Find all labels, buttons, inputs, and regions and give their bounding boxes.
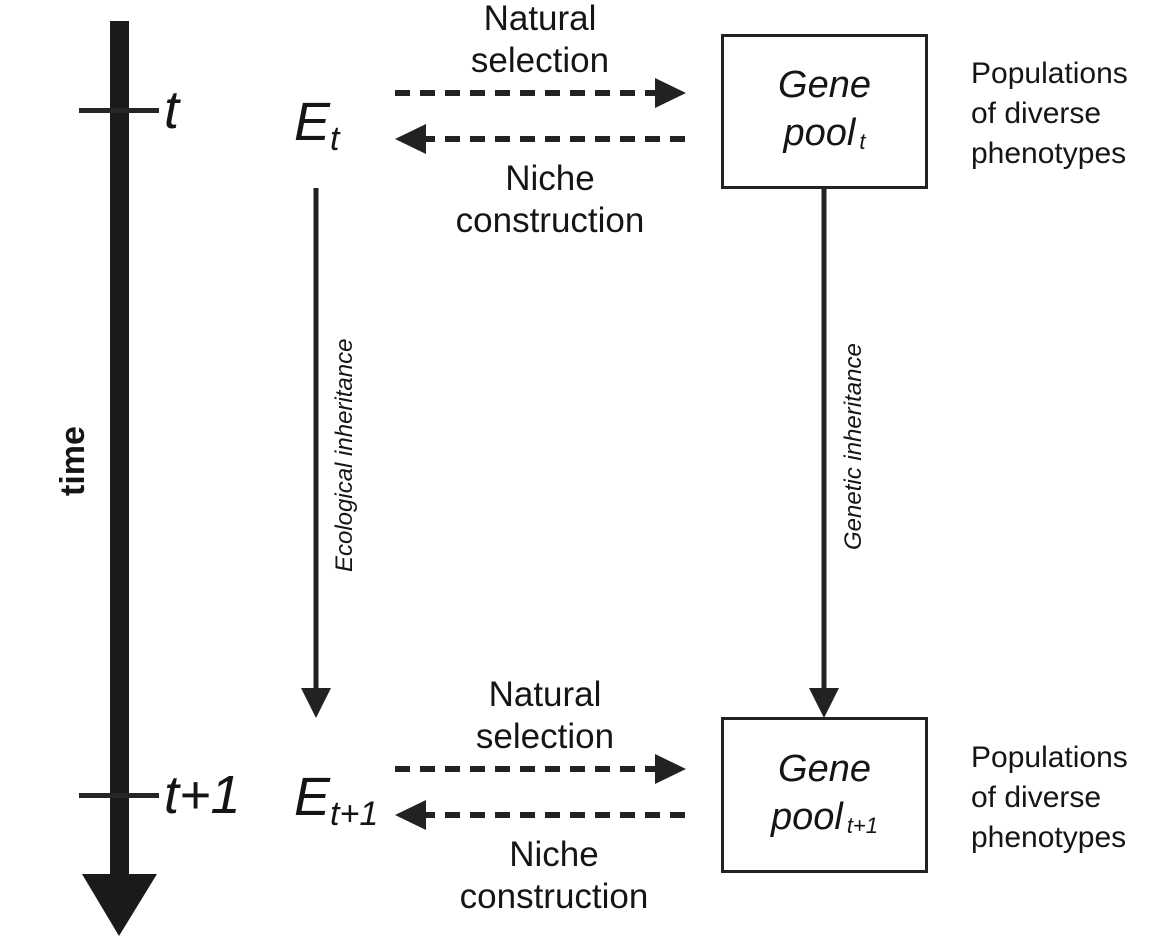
time-axis-shaft xyxy=(110,21,129,881)
time-axis-label: time xyxy=(54,426,92,496)
niche-construction-arrow-t1-head xyxy=(395,800,426,830)
environment-subscript: t xyxy=(330,120,340,158)
tick-mark-t xyxy=(79,108,159,113)
description-line: of diverse xyxy=(971,781,1102,814)
label-line: Natural xyxy=(488,675,602,714)
niche-construction-arrow-t-head xyxy=(395,124,426,154)
label-line: Niche xyxy=(509,835,599,874)
time-axis-arrowhead xyxy=(82,874,157,936)
genetic-inheritance-label: Genetic inheritance xyxy=(840,343,867,550)
description-line: phenotypes xyxy=(971,821,1127,854)
description-line: of diverse xyxy=(971,97,1102,130)
niche-construction-label-t-plus-1: Niche construction xyxy=(424,834,684,918)
label-line: Natural xyxy=(483,0,597,38)
gene-pool-line1: Gene xyxy=(778,747,871,790)
ecological-inheritance-arrow-head xyxy=(301,688,331,718)
genetic-inheritance-arrow-head xyxy=(809,688,839,718)
gene-pool-word: pool xyxy=(783,112,856,154)
description-line: Populations xyxy=(971,741,1128,774)
tick-label-t-plus-1: t+1 xyxy=(164,765,241,825)
population-description-t: Populations of diverse phenotypes xyxy=(971,54,1128,174)
description-line: Populations xyxy=(971,57,1128,90)
niche-construction-label-t: Niche construction xyxy=(420,158,680,242)
tick-mark-t-plus-1 xyxy=(79,793,159,798)
ecological-inheritance-label: Ecological inheritance xyxy=(331,338,358,572)
label-line: Niche xyxy=(505,159,595,198)
gene-pool-line1: Gene xyxy=(778,64,871,106)
environment-t: Et xyxy=(294,92,339,159)
natural-selection-arrow-t-head xyxy=(655,78,686,108)
environment-subscript: t+1 xyxy=(330,795,379,833)
environment-symbol: E xyxy=(294,92,331,152)
gene-pool-subscript: t+1 xyxy=(846,812,879,838)
population-description-t-plus-1: Populations of diverse phenotypes xyxy=(971,738,1128,858)
natural-selection-label-t-plus-1: Natural selection xyxy=(445,674,645,758)
label-line: selection xyxy=(470,41,610,80)
natural-selection-label-t: Natural selection xyxy=(440,0,640,82)
label-line: construction xyxy=(455,201,645,240)
description-line: phenotypes xyxy=(971,137,1127,170)
gene-pool-subscript: t xyxy=(859,129,866,154)
tick-label-t: t xyxy=(164,80,180,140)
gene-pool-word: pool xyxy=(770,795,843,838)
label-line: construction xyxy=(459,877,649,916)
environment-symbol: E xyxy=(294,767,331,827)
environment-t-plus-1: Et+1 xyxy=(294,767,378,834)
natural-selection-arrow-t1-head xyxy=(655,754,686,784)
label-line: selection xyxy=(475,717,615,756)
